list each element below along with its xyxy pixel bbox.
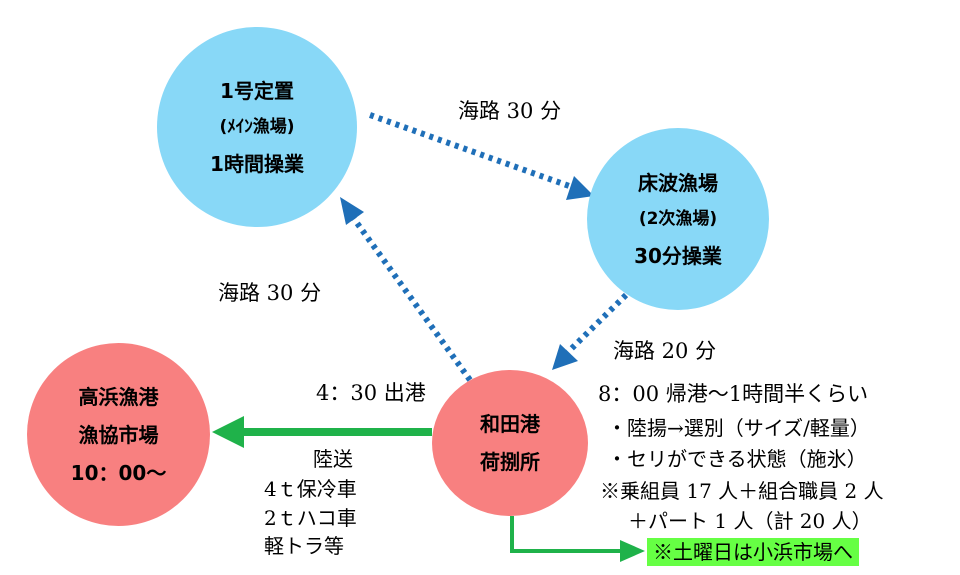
arrowhead-wada-to-fixed <box>340 197 364 225</box>
wada-title: 和田港 <box>480 412 540 436</box>
arrowhead-fixed-to-tokonami <box>566 176 594 200</box>
land-transport-vehicle: 4ｔ保冷車 <box>264 477 357 501</box>
fixed-net-duration: 1時間操業 <box>210 151 304 176</box>
takahama-title: 高浜漁港 <box>78 384 159 409</box>
node-takahama: 高浜漁港 漁協市場 10：00～ <box>27 343 210 526</box>
node-wada-port: 和田港 荷捌所 <box>432 370 588 516</box>
fixed-net-subtitle: (ﾒｲﾝ漁場) <box>219 116 295 137</box>
takahama-subtitle: 漁協市場 <box>78 422 159 447</box>
return-item: ＋パート 1 人（計 20 人） <box>628 509 872 533</box>
return-item: ・陸揚→選別（サイズ/軽量） <box>607 416 870 440</box>
route-arrow-fixed-to-tokonami <box>368 112 574 190</box>
arrowhead-tokonami-to-wada <box>552 344 578 370</box>
tokonami-subtitle: (2次漁場) <box>638 208 718 229</box>
tokonami-title: 床波漁場 <box>638 170 718 195</box>
wada-subtitle: 荷捌所 <box>480 450 540 474</box>
route-label-wada-to-fixed: 海路 30 分 <box>218 281 322 305</box>
return-item: ※乗組員 17 人＋組合職員 2 人 <box>600 479 884 503</box>
saturday-note: ※土曜日は小浜市場へ <box>647 538 859 566</box>
node-fixed-net: 1号定置 (ﾒｲﾝ漁場) 1時間操業 <box>157 27 357 227</box>
tokonami-duration: 30分操業 <box>634 243 722 268</box>
fixed-net-title: 1号定置 <box>220 78 294 103</box>
takahama-time: 10：00～ <box>70 460 167 485</box>
land-transport-vehicle: 2ｔハコ車 <box>264 506 357 530</box>
route-arrow-wada-to-fixed <box>349 214 473 382</box>
departure-label: 4：30 出港 <box>316 381 426 405</box>
return-item: ・セリができる状態（施氷） <box>607 447 867 471</box>
saturday-arrow-line <box>510 516 622 553</box>
land-arrowhead <box>212 416 244 448</box>
saturday-arrowhead <box>620 540 645 562</box>
route-label-fixed-to-tokonami: 海路 30 分 <box>458 99 562 123</box>
route-label-tokonami-to-wada: 海路 20 分 <box>613 339 717 363</box>
node-tokonami: 床波漁場 (2次漁場) 30分操業 <box>587 128 769 310</box>
land-transport-title: 陸送 <box>313 447 353 471</box>
land-transport-vehicle: 軽トラ等 <box>264 534 344 558</box>
return-time: 8：00 帰港～1時間半くらい <box>598 382 869 406</box>
